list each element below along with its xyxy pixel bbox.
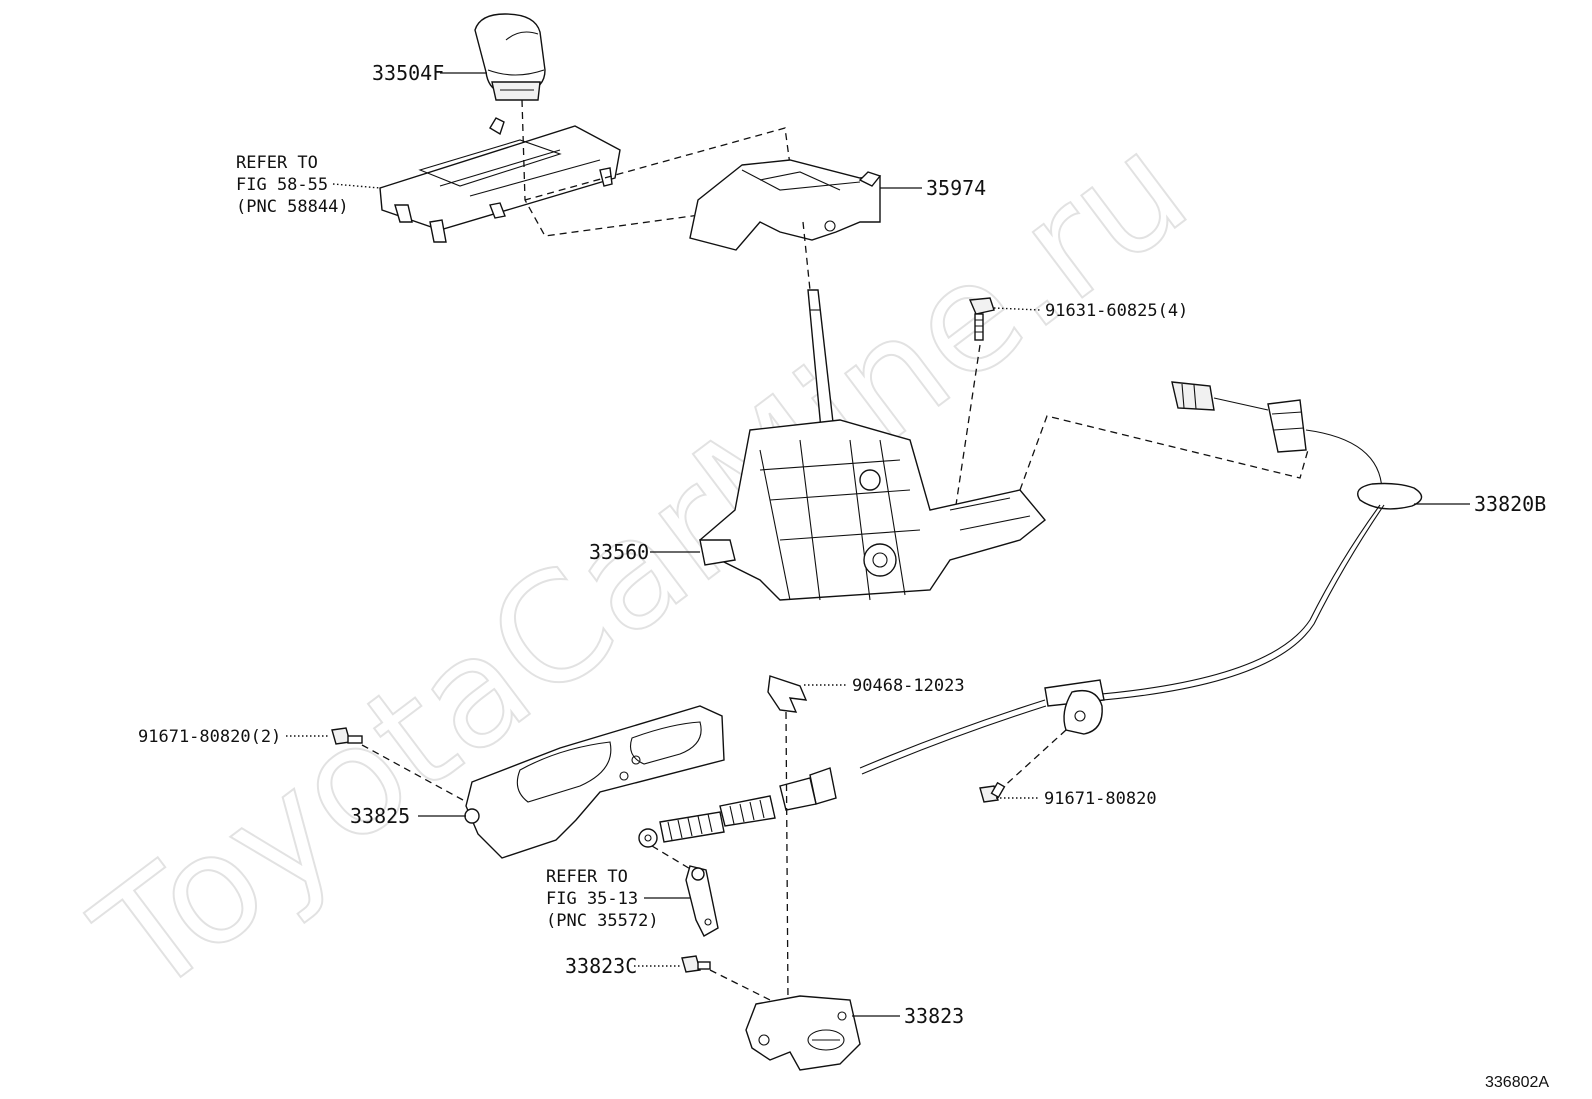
shift-knob-part [474,13,546,101]
dash-bolt-bottom [709,969,771,1001]
callout-bolt-bottom: 33823C [565,954,637,978]
clip-icon [767,675,808,713]
bracket-plate-part [464,705,725,859]
dash-link-shift [651,845,693,871]
callout-bracket-plate: 33825 [350,804,410,828]
diagram-code: 336802A [1485,1074,1549,1091]
callout-shift-knob: 33504F [372,61,444,85]
refer-35-line1: REFER TO [546,867,628,887]
cable-clamp-part [1063,689,1103,735]
refer-58-line1: REFER TO [236,153,318,173]
dash-link-cable-end [1019,415,1309,491]
leader-console-panel [332,183,381,189]
bolt-icon [979,781,1006,803]
dash-clip-down [785,711,789,1003]
refer-35-line2: FIG 35-13 [546,889,638,909]
callout-bolt-right: 91671-80820 [1044,789,1157,809]
callout-bolt-top: 91631-60825(4) [1045,301,1188,321]
bolt-icon [331,727,363,745]
shift-lever-assembly-part [698,289,1046,601]
cable-bracket-part [745,995,861,1071]
callout-cable-bracket: 33823 [904,1004,964,1028]
bolt-icon [681,955,711,973]
refer-35-line3: (PNC 35572) [546,911,659,931]
callout-shift-lever: 33560 [589,540,649,564]
dash-bolt-right [999,729,1067,791]
shift-link-part [685,865,719,937]
callout-control-cable: 33820B [1474,492,1546,516]
refer-58-line3: (PNC 58844) [236,197,349,217]
bolt-icon [968,297,995,341]
callout-bolt-left: 91671-80820(2) [138,727,281,747]
dash-bolt-left [361,744,475,807]
indicator-housing-part [689,159,882,251]
dash-link-knob [521,99,796,237]
console-panel-part [379,117,621,243]
refer-58-line2: FIG 58-55 [236,175,328,195]
watermark-text: ToyotaCarMine.ru [66,101,1218,1029]
callout-indicator-housing: 35974 [926,176,986,200]
callout-clip: 90468-12023 [852,676,965,696]
